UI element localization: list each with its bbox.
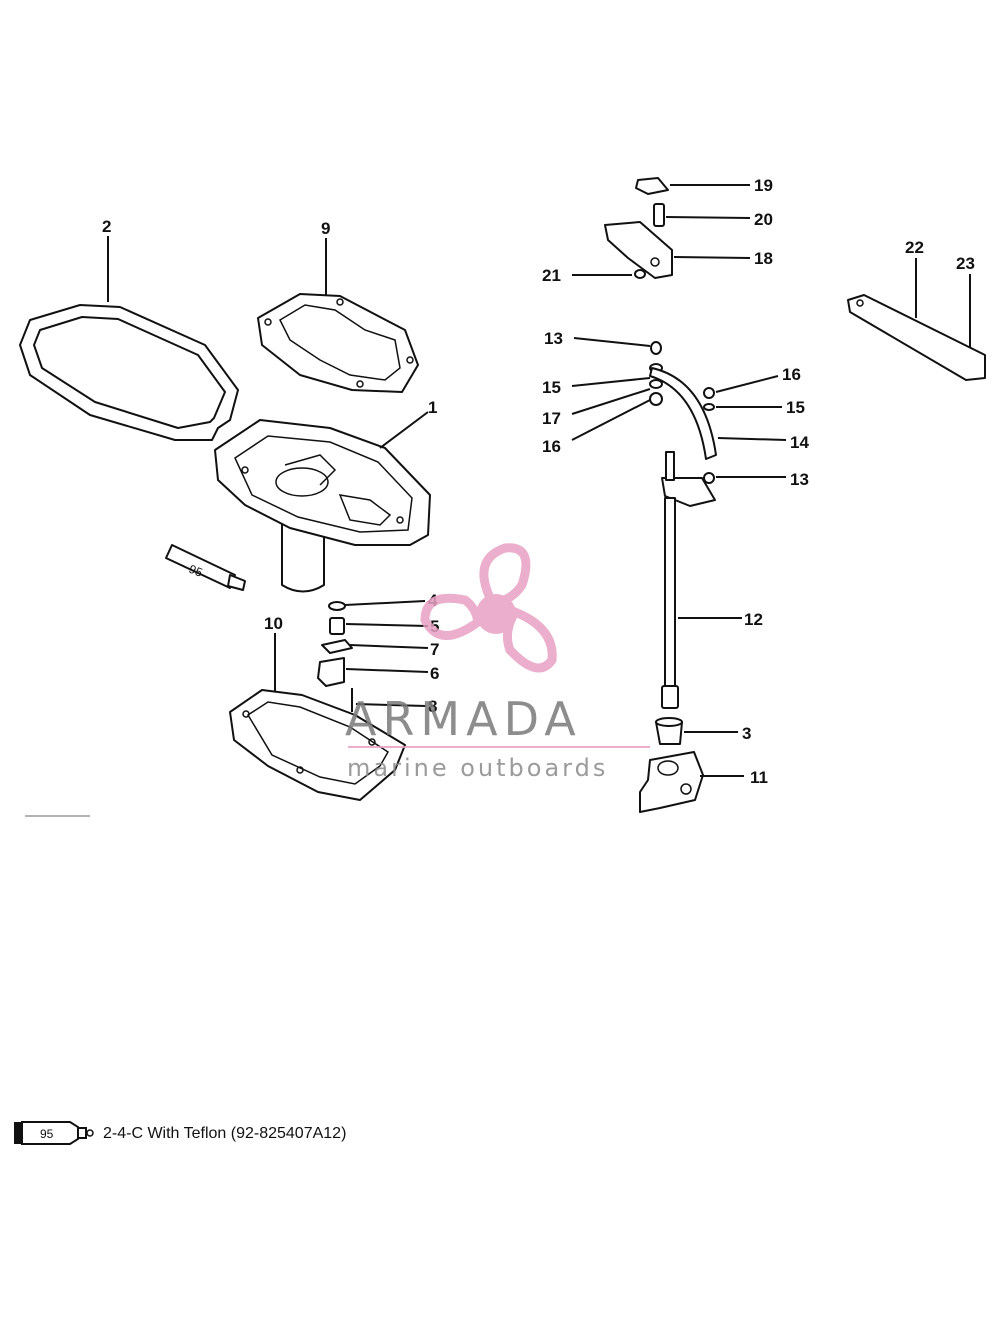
- callout-7: 7: [430, 640, 439, 659]
- callout-2: 2: [102, 217, 111, 236]
- armada-watermark: ARMADA marine outboards: [345, 543, 650, 782]
- callout-18: 18: [754, 249, 773, 268]
- part-6-bracket: [317, 657, 345, 687]
- callout-15-left: 15: [542, 378, 561, 397]
- callout-9: 9: [321, 219, 330, 238]
- callout-11: 11: [750, 768, 768, 787]
- part-18-bracket: [604, 221, 673, 279]
- callout-21: 21: [542, 266, 561, 285]
- part-5-bushing: [329, 617, 345, 635]
- legend-sealant-icon: 95: [14, 1121, 94, 1145]
- callout-8: 8: [428, 697, 437, 716]
- watermark-tagline: marine outboards: [347, 754, 608, 782]
- part-20-stud: [653, 203, 665, 227]
- part-14-link-rod: [649, 367, 717, 460]
- legend-sealant-code: 95: [40, 1127, 54, 1141]
- part-2-seal-strip: [19, 304, 239, 441]
- callout-6: 6: [430, 664, 439, 683]
- part-19-clip: [635, 177, 669, 195]
- part-12-shift-rod: [661, 451, 716, 709]
- callout-10: 10: [264, 614, 283, 633]
- sealant-tube-code: 95: [187, 562, 205, 580]
- part-1-adapter-plate: [214, 419, 431, 593]
- callout-3: 3: [742, 724, 751, 743]
- callout-14: 14: [790, 433, 809, 452]
- callout-23: 23: [956, 254, 975, 273]
- part-11-bracket: [639, 751, 704, 813]
- callout-12: 12: [744, 610, 763, 629]
- part-10-gasket: [229, 689, 406, 801]
- watermark-brand: ARMADA: [345, 692, 582, 746]
- part-7-plate: [321, 639, 353, 654]
- propeller-logo-icon: [420, 543, 557, 673]
- part-21-nut: [634, 269, 646, 279]
- left-hardware-stack: [649, 341, 663, 406]
- callout-16-left: 16: [542, 437, 561, 456]
- part-4-washer: [328, 601, 346, 611]
- right-hardware-stack: [703, 387, 715, 484]
- callout-15-right: 15: [786, 398, 805, 417]
- callout-17: 17: [542, 409, 561, 428]
- part-22-lever: [847, 294, 986, 381]
- callout-19: 19: [754, 176, 773, 195]
- part-9-gasket: [257, 293, 419, 393]
- legend-description: 2-4-C With Teflon (92-825407A12): [103, 1125, 347, 1142]
- callout-16-right: 16: [782, 365, 801, 384]
- callout-1: 1: [428, 398, 437, 417]
- callout-22: 22: [905, 238, 924, 257]
- part-3-bushing: [655, 717, 683, 745]
- callout-13-upper: 13: [544, 329, 563, 348]
- sealant-tube-icon: 95: [165, 544, 246, 591]
- callout-13-lower: 13: [790, 470, 809, 489]
- leader-lines: [107, 184, 971, 777]
- callout-20: 20: [754, 210, 773, 229]
